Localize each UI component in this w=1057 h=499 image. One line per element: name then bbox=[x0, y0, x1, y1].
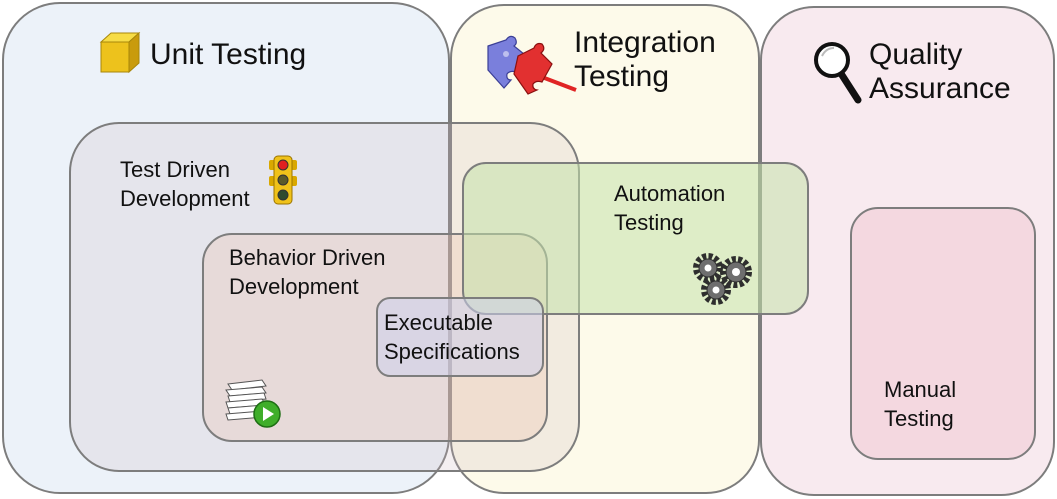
test-driven-development-label-line1: Test Driven bbox=[120, 157, 231, 182]
quality-assurance-label-line1: Quality bbox=[869, 38, 963, 71]
automation-testing-label-line1: Automation bbox=[614, 181, 726, 206]
unit-testing-label: Unit Testing bbox=[150, 38, 307, 71]
traffic-light-icon bbox=[269, 155, 297, 205]
manual-testing-region bbox=[850, 207, 1036, 460]
automation-testing-region bbox=[462, 162, 809, 315]
test-driven-development-label-line2: Development bbox=[120, 185, 250, 211]
test-driven-development-label: Test Driven Development bbox=[120, 156, 250, 213]
executable-specifications-label-line2: Specifications bbox=[384, 338, 520, 364]
executable-specifications-label: Executable Specifications bbox=[384, 309, 520, 366]
behavior-driven-development-label-line2: Development bbox=[229, 273, 359, 299]
yellow-cube-icon bbox=[99, 31, 141, 74]
behavior-driven-development-label-line1: Behavior Driven bbox=[229, 245, 386, 270]
quality-assurance-region bbox=[760, 6, 1055, 496]
integration-testing-label-line1: Integration bbox=[574, 26, 716, 59]
manual-testing-label: Manual Testing bbox=[884, 376, 956, 433]
automation-testing-label-line2: Testing bbox=[614, 209, 684, 235]
magnifying-glass-icon bbox=[814, 42, 862, 104]
integration-testing-label: Integration Testing bbox=[574, 26, 716, 93]
gears-icon bbox=[693, 253, 752, 305]
manual-testing-label-line2: Testing bbox=[884, 405, 954, 431]
quality-assurance-label-line2: Assurance bbox=[869, 71, 1011, 105]
puzzle-pieces-icon bbox=[487, 35, 577, 95]
quality-assurance-label: Quality Assurance bbox=[869, 38, 1011, 105]
behavior-driven-development-label: Behavior Driven Development bbox=[229, 244, 386, 301]
automation-testing-label: Automation Testing bbox=[614, 180, 725, 237]
document-stack-play-icon bbox=[225, 379, 281, 428]
integration-testing-label-line2: Testing bbox=[574, 59, 670, 93]
executable-specifications-region bbox=[376, 297, 544, 377]
manual-testing-label-line1: Manual bbox=[884, 377, 957, 402]
executable-specifications-label-line1: Executable bbox=[384, 310, 493, 335]
